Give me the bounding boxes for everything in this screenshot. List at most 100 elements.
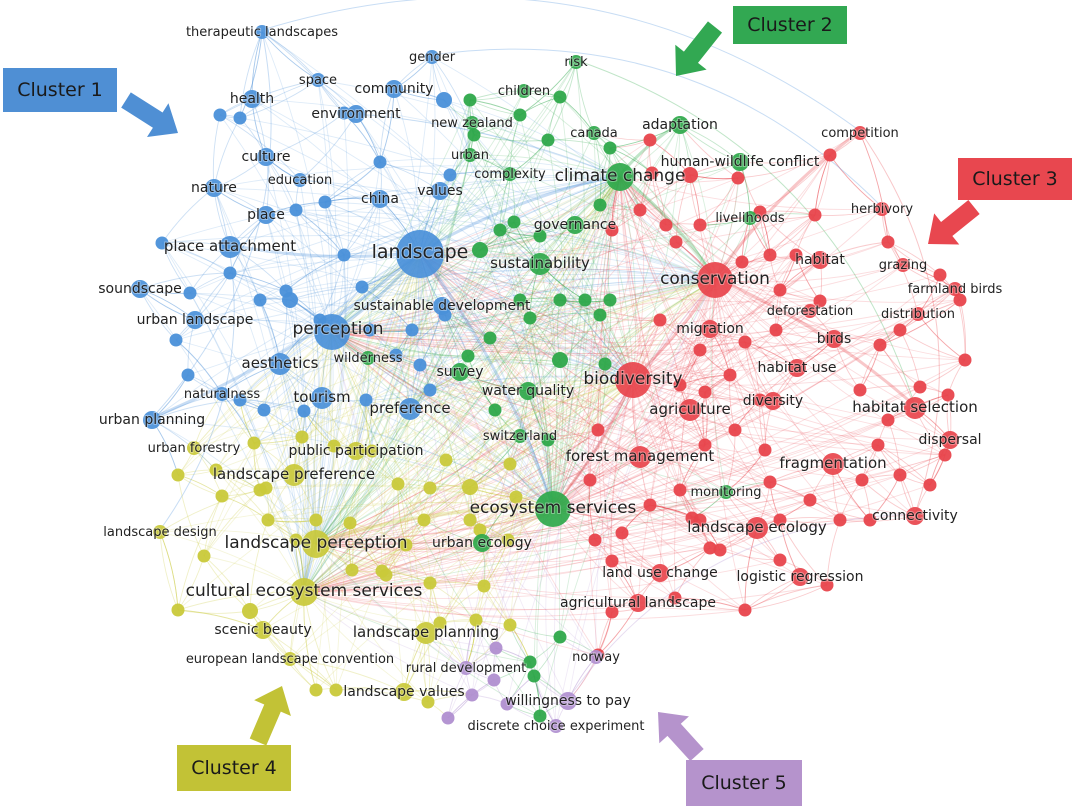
link (331, 310, 811, 343)
keyword-label: therapeutic landscapes (186, 25, 338, 40)
keyword-node (513, 108, 527, 122)
keyword-node (361, 351, 375, 365)
link (331, 331, 427, 634)
link (331, 90, 525, 333)
link (261, 31, 345, 114)
keyword-node (758, 443, 772, 457)
keyword-node (645, 166, 659, 180)
link (403, 379, 634, 693)
link (159, 502, 554, 533)
keyword-node (431, 182, 449, 200)
link (249, 610, 317, 691)
link (379, 198, 634, 381)
keyword-node (295, 430, 309, 444)
link (419, 253, 774, 402)
link (331, 331, 425, 521)
link (302, 331, 333, 593)
link (469, 154, 554, 510)
keyword-node (589, 650, 603, 664)
link (303, 386, 921, 593)
link (303, 491, 727, 593)
link (829, 154, 883, 210)
link (384, 253, 421, 576)
keyword-node (289, 203, 303, 217)
keyword-node (425, 50, 439, 64)
link (239, 79, 319, 119)
link (267, 502, 554, 521)
link (506, 379, 634, 705)
keyword-node (327, 439, 341, 453)
link (303, 319, 325, 593)
link (331, 331, 863, 481)
keyword-node (405, 323, 419, 337)
keyword-label: landscape preference (213, 465, 375, 483)
keyword-node (314, 314, 350, 350)
keyword-node (713, 543, 727, 557)
keyword-node (738, 603, 752, 617)
link (303, 591, 497, 649)
link (619, 176, 693, 519)
keyword-label: gender (409, 50, 456, 65)
link (397, 379, 634, 485)
link (303, 374, 731, 593)
link (189, 292, 305, 593)
keyword-node (948, 282, 962, 296)
keyword-label: place (247, 207, 285, 223)
link (189, 176, 621, 294)
keyword-node (283, 464, 305, 486)
keyword-node (343, 516, 357, 530)
link (315, 329, 777, 545)
link (739, 154, 831, 164)
link (331, 331, 746, 611)
link (479, 249, 554, 510)
link (419, 253, 841, 521)
link (419, 174, 691, 255)
link (315, 132, 595, 545)
keyword-node (517, 84, 531, 98)
link (193, 447, 305, 593)
link (619, 176, 743, 263)
keyword-label: canada (570, 126, 618, 141)
link (552, 299, 586, 510)
keyword-label: monitoring (691, 485, 762, 500)
keyword-label: climate change (555, 166, 686, 186)
link (552, 341, 746, 510)
link (479, 379, 634, 531)
link (151, 250, 421, 420)
keyword-node (219, 236, 241, 258)
link (315, 508, 554, 545)
link (262, 508, 554, 631)
keyword-node (493, 223, 507, 237)
link (632, 208, 883, 381)
link (619, 176, 861, 391)
keyword-node (462, 479, 478, 495)
link (507, 379, 634, 541)
keyword-label: agricultural landscape (560, 595, 716, 611)
link (239, 31, 263, 119)
link (229, 272, 554, 510)
link (253, 379, 634, 444)
keyword-node (513, 429, 527, 443)
link (779, 519, 828, 586)
link (439, 379, 634, 624)
keyword-node (223, 266, 237, 280)
keyword-node (290, 578, 318, 606)
keyword-node (519, 382, 537, 400)
link (467, 279, 716, 357)
keyword-node (875, 202, 889, 216)
link (315, 253, 421, 691)
link (203, 331, 333, 557)
link (552, 139, 651, 510)
link (159, 531, 179, 611)
keyword-label: cultural ecosystem services (186, 581, 423, 601)
link (619, 176, 681, 491)
keyword-node (131, 280, 149, 298)
link (632, 211, 761, 381)
link (295, 253, 421, 541)
link (859, 130, 940, 515)
link (331, 319, 661, 341)
link (552, 313, 919, 510)
keyword-node (391, 477, 405, 491)
keyword-label: perception (292, 319, 383, 339)
link (315, 254, 347, 545)
